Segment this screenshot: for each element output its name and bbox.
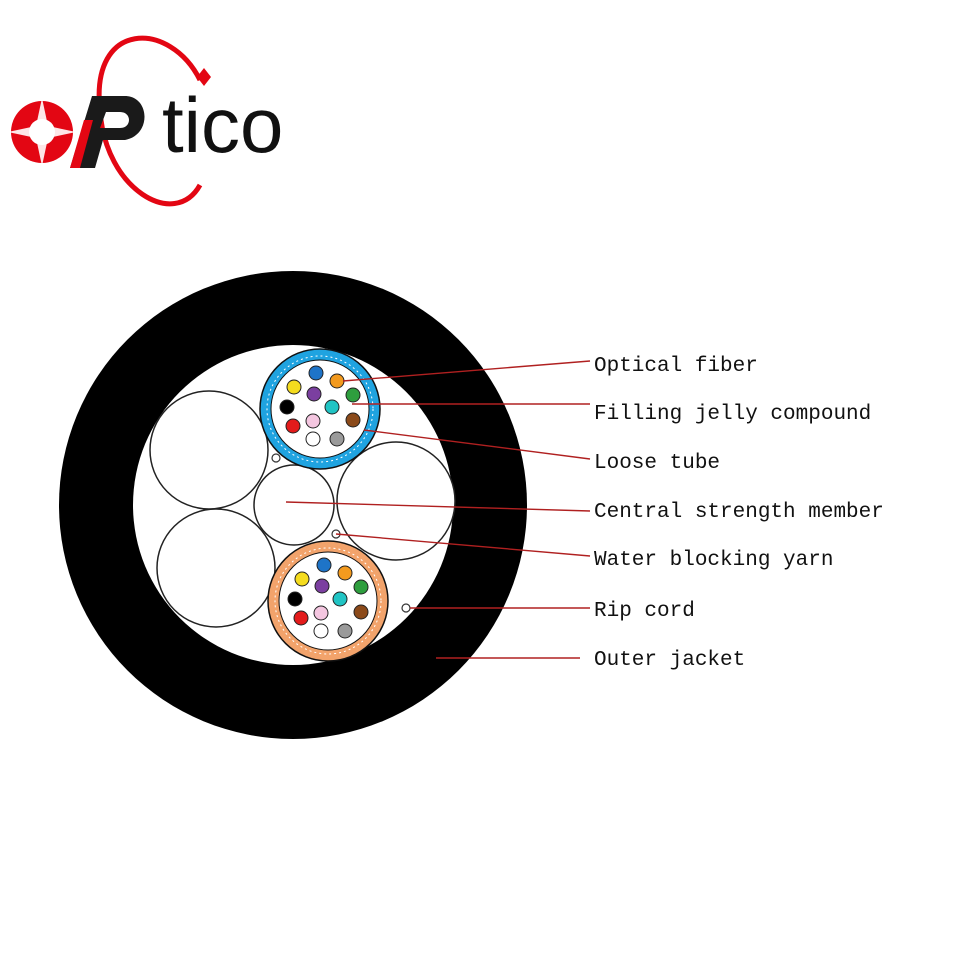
logo-text: tico [162, 81, 283, 169]
label-central-strength: Central strength member [594, 501, 884, 524]
loose-tube-orange-dashed [274, 547, 382, 655]
optical-fiber-orange-11 [313, 605, 329, 621]
label-optical-fiber: Optical fiber [594, 355, 758, 378]
optical-fiber-orange-8 [287, 591, 303, 607]
callout-line-optical-fiber [342, 360, 591, 382]
optical-fiber-blue-5 [329, 431, 345, 447]
optical-fiber-orange-12 [332, 591, 348, 607]
optical-fiber-blue-7 [285, 418, 301, 434]
label-water-blocking: Water blocking yarn [594, 549, 833, 572]
callout-labels: Optical fiber Filling jelly compound Loo… [594, 355, 884, 672]
label-loose-tube: Loose tube [594, 452, 720, 475]
optico-logo: tico [8, 35, 283, 207]
label-outer-jacket: Outer jacket [594, 649, 745, 672]
filler-rod-bottom-left [156, 508, 276, 628]
logo-p-letter [70, 96, 145, 168]
optical-fiber-blue-8 [279, 399, 295, 415]
callout-line-water-blocking [335, 533, 591, 557]
optical-fiber-orange-5 [337, 623, 353, 639]
fiber-group-blue [279, 365, 361, 447]
optical-fiber-orange-9 [294, 571, 310, 587]
filler-rod-top-left [149, 390, 269, 510]
optical-fiber-orange-2 [337, 565, 353, 581]
optical-fiber-blue-6 [305, 431, 321, 447]
label-filling-jelly: Filling jelly compound [594, 403, 871, 426]
callout-lines [285, 360, 591, 659]
optical-fiber-blue-11 [305, 413, 321, 429]
loose-tube-blue-dashed [266, 355, 374, 463]
optical-fiber-blue-3 [345, 387, 361, 403]
cable-cross-section [59, 271, 527, 739]
central-strength-member [253, 464, 335, 546]
logo-star-icon [8, 98, 76, 166]
fiber-group-orange [287, 557, 369, 639]
water-blocking-yarn-dot [271, 453, 281, 463]
rip-cord-dot [401, 603, 411, 613]
filler-rod-right [336, 441, 456, 561]
optical-fiber-blue-4 [345, 412, 361, 428]
label-rip-cord: Rip cord [594, 600, 695, 623]
optical-fiber-orange-7 [293, 610, 309, 626]
optical-fiber-blue-2 [329, 373, 345, 389]
optical-fiber-blue-12 [324, 399, 340, 415]
logo-p-accent [70, 120, 93, 168]
optical-fiber-orange-3 [353, 579, 369, 595]
loose-tube-orange [267, 540, 389, 662]
optical-fiber-blue-10 [306, 386, 322, 402]
optical-fiber-orange-6 [313, 623, 329, 639]
callout-line-loose-tube [363, 429, 591, 460]
loose-tube-blue [259, 348, 381, 470]
logo-diamond-icon [197, 68, 211, 86]
callout-line-central-strength [285, 501, 591, 512]
optical-fiber-orange-4 [353, 604, 369, 620]
optical-fiber-blue-9 [286, 379, 302, 395]
optical-fiber-orange-10 [314, 578, 330, 594]
optical-fiber-blue-1 [308, 365, 324, 381]
optical-fiber-orange-1 [316, 557, 332, 573]
